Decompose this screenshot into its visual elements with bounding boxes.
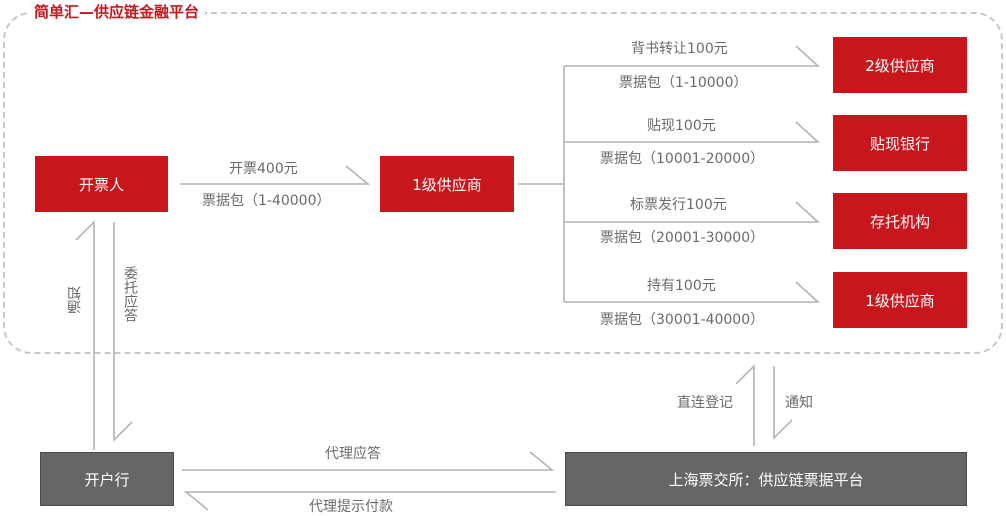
node-shanghai-exchange[interactable]: 上海票交所：供应链票据平台 [565, 452, 967, 506]
arrow-agent-pay [183, 491, 556, 511]
arrow-to-tier2 [564, 45, 821, 67]
label-hold-bundle: 票据包（30001-40000） [600, 312, 765, 328]
arrow-entrust-down [113, 222, 133, 442]
label-notify-right: 通知 [785, 395, 813, 411]
node-custody-agency[interactable]: 存托机构 [833, 193, 967, 249]
node-tier1-supplier-hold[interactable]: 1级供应商 [833, 272, 967, 328]
label-issue-amount: 开票400元 [229, 161, 298, 177]
label-agent-pay: 代理提示付款 [309, 499, 393, 515]
label-notify-left: 通知 [67, 286, 83, 314]
arrow-to-custody [564, 201, 821, 223]
node-discount-bank[interactable]: 贴现银行 [833, 115, 967, 171]
label-agent-reply: 代理应答 [325, 446, 381, 462]
label-endorse-bundle: 票据包（1-10000） [619, 75, 748, 91]
label-endorse-amount: 背书转让100元 [631, 41, 728, 57]
arrow-to-tier1-hold [564, 281, 821, 303]
arrow-to-discount-bank [564, 121, 821, 143]
arrow-issuer-to-tier1 [180, 165, 371, 185]
node-issuer[interactable]: 开票人 [35, 156, 168, 212]
label-bid-amount: 标票发行100元 [630, 197, 727, 213]
platform-title: 简单汇—供应链金融平台 [28, 0, 206, 24]
label-issue-bundle: 票据包（1-40000） [202, 193, 331, 209]
label-discount-bundle: 票据包（10001-20000） [600, 151, 765, 167]
arrow-notify-up [75, 220, 95, 450]
node-tier2-supplier[interactable]: 2级供应商 [833, 37, 967, 93]
arrow-agent-reply [182, 451, 555, 471]
arrow-register-up [735, 364, 755, 446]
platform-boundary [3, 12, 1003, 354]
arrow-notify-down [773, 366, 793, 440]
node-account-bank[interactable]: 开户行 [40, 452, 174, 506]
node-tier1-supplier[interactable]: 1级供应商 [380, 156, 514, 212]
label-bid-bundle: 票据包（20001-30000） [600, 230, 765, 246]
label-direct-register: 直连登记 [677, 395, 733, 411]
label-entrust-reply: 委托应答 [122, 266, 138, 322]
label-hold-amount: 持有100元 [647, 278, 716, 294]
label-discount-amount: 贴现100元 [647, 118, 716, 134]
